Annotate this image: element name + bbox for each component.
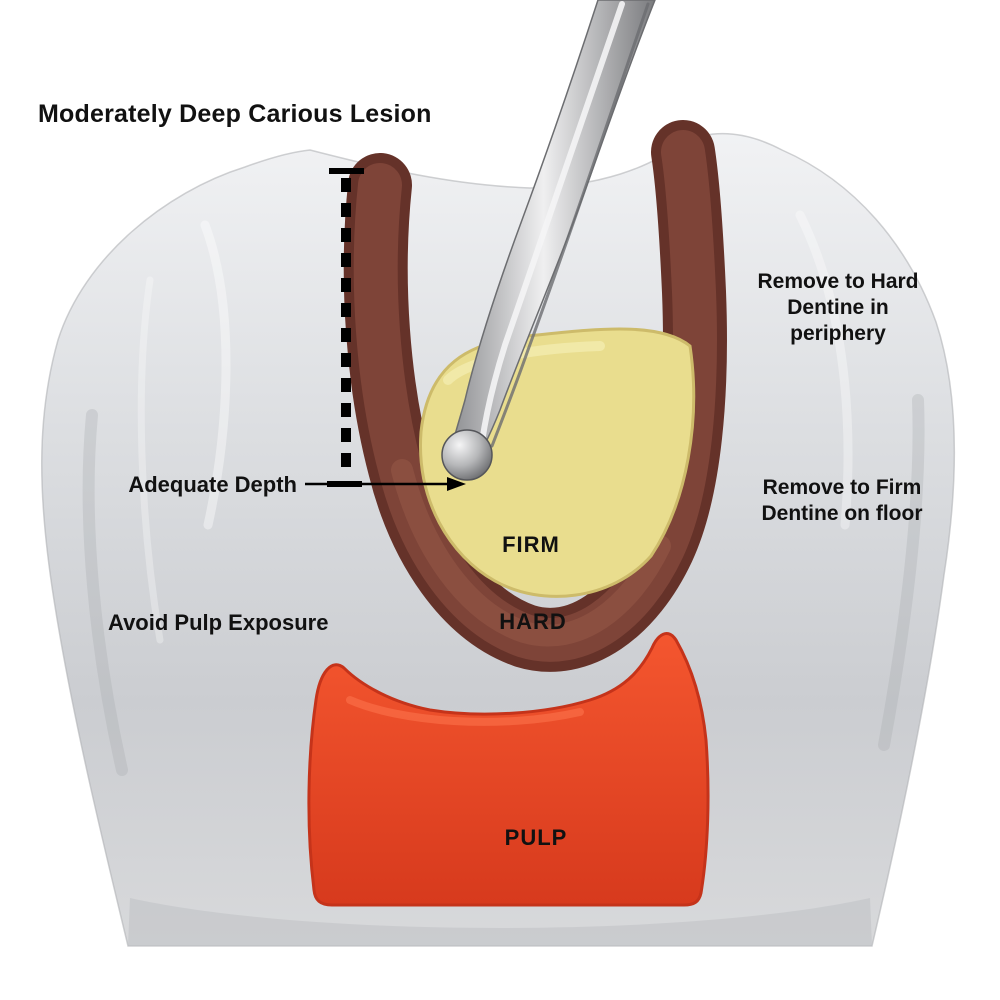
tooth-shade-left-edge xyxy=(82,409,128,776)
remove-firm-line2: Dentine on floor xyxy=(762,502,923,525)
remove-hard-line1: Remove to Hard xyxy=(757,270,918,293)
adequate-depth-label: Adequate Depth xyxy=(128,472,297,497)
dental-excavator-icon xyxy=(441,0,656,481)
tooth-highlight-left xyxy=(200,220,231,530)
tooth-bottom-shadow xyxy=(128,898,872,946)
caries-band-inner-sheen xyxy=(391,459,671,647)
caries-dentine-band xyxy=(343,120,727,672)
firm-zone-label: FIRM xyxy=(502,532,560,557)
pulp-zone-label: PULP xyxy=(505,825,568,850)
hard-zone-label: HARD xyxy=(499,609,567,634)
diagram-title: Moderately Deep Carious Lesion xyxy=(38,100,432,128)
tooth-highlight-right xyxy=(795,210,853,530)
tooth-shade-right-edge xyxy=(878,394,925,751)
remove-to-firm-label: Remove to Firm Dentine on floor xyxy=(762,476,923,525)
remove-hard-line3: periphery xyxy=(790,322,886,345)
excavator-shaft-highlight xyxy=(479,1,625,445)
excavator-tip-ball xyxy=(441,429,493,481)
remove-hard-line2: Dentine in xyxy=(787,296,889,319)
avoid-pulp-exposure-label: Avoid Pulp Exposure xyxy=(108,610,328,635)
pulp-shape xyxy=(307,632,710,907)
remove-firm-line1: Remove to Firm xyxy=(763,476,922,499)
excavator-shaft-shadowline xyxy=(490,2,650,448)
tooth-highlight-left2 xyxy=(137,276,164,644)
adequate-depth-arrow xyxy=(305,477,466,491)
pulp-chamber xyxy=(307,632,710,907)
pulp-highlight xyxy=(346,696,584,726)
arrow-head xyxy=(447,477,466,491)
remove-to-hard-label: Remove to Hard Dentine in periphery xyxy=(757,270,918,345)
